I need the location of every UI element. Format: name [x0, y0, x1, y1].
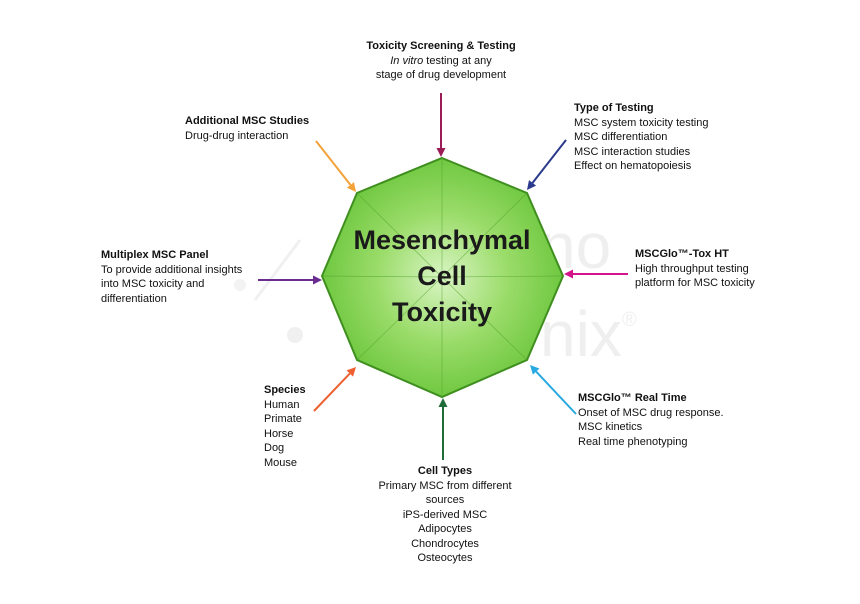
arrowhead-right	[564, 269, 573, 279]
arrowhead-top-right	[527, 180, 537, 190]
node-top-right: Type of Testing MSC system toxicity test…	[574, 101, 708, 174]
node-left: Multiplex MSC Panel To provide additiona…	[101, 248, 242, 306]
node-line: MSC differentiation	[574, 131, 668, 143]
octagon-spokes	[321, 158, 564, 397]
node-line: Real time phenotyping	[578, 435, 688, 448]
node-line: Drug-drug interaction	[185, 129, 289, 142]
node-line: Dog	[264, 442, 285, 454]
node-line: Chondrocytes	[411, 537, 479, 550]
node-line: MSC system toxicity testing	[574, 116, 709, 129]
node-right: MSCGlo™-Tox HT High throughput testing p…	[635, 247, 755, 291]
node-line: MSC interaction studies	[574, 145, 691, 158]
node-line: sources	[425, 494, 465, 506]
watermark-dot	[234, 279, 246, 291]
node-title: Cell Types	[417, 465, 473, 477]
node-line: stage of drug development	[375, 69, 507, 81]
node-line: To provide additional insights	[101, 263, 243, 276]
node-line: MSC kinetics	[578, 421, 643, 433]
node-title: Additional MSC Studies	[185, 115, 310, 127]
arrowhead-bottom	[438, 398, 448, 407]
node-line: into MSC toxicity and	[101, 278, 205, 290]
watermark-reg: ®	[622, 309, 637, 331]
node-line: platform for MSC toxicity	[635, 277, 755, 289]
arrows	[258, 93, 628, 460]
watermark: no nix ®	[234, 210, 637, 370]
arrow-bottom-right	[535, 370, 577, 415]
node-top-left: Additional MSC Studies Drug-drug interac…	[185, 114, 309, 143]
node-bottom-left: Species Human Primate Horse Dog Mouse	[264, 383, 306, 470]
node-line: Effect on hematopoiesis	[574, 160, 692, 172]
arrowhead-bottom-right	[530, 365, 540, 375]
node-line: In vitro testing at any	[390, 54, 492, 67]
node-bottom-right: MSCGlo™ Real Time Onset of MSC drug resp…	[578, 391, 724, 449]
node-top: Toxicity Screening & Testing In vitro te…	[340, 39, 542, 83]
watermark-line	[253, 239, 302, 301]
node-title: Type of Testing	[574, 102, 654, 114]
center-title: Mesenchymal Cell Toxicity	[322, 222, 562, 330]
node-line: High throughput testing	[635, 262, 749, 275]
center-title-line: Toxicity	[391, 297, 493, 327]
node-line: Onset of MSC drug response.	[578, 406, 724, 419]
center-title-line: Mesenchymal	[353, 225, 531, 255]
node-line: Primate	[264, 413, 302, 425]
arrow-bottom-left	[313, 372, 351, 412]
node-title: MSCGlo™ Real Time	[578, 392, 687, 404]
node-line: Osteocytes	[417, 552, 473, 564]
watermark-text-bottom: nix	[540, 298, 622, 370]
node-title: Multiplex MSC Panel	[101, 249, 209, 261]
arrow-top-right	[531, 139, 567, 184]
watermark-dot	[287, 327, 303, 343]
node-line: Human	[264, 398, 300, 411]
center-title-line: Cell	[417, 261, 467, 291]
arrowhead-top	[436, 148, 446, 157]
node-title: Toxicity Screening & Testing	[366, 40, 516, 52]
node-line: iPS-derived MSC	[402, 508, 488, 521]
arrowhead-top-left	[346, 182, 356, 192]
arrow-top-left	[315, 140, 352, 186]
node-bottom: Cell Types Primary MSC from different so…	[356, 464, 534, 566]
node-line: Adipocytes	[418, 523, 472, 535]
node-line: Primary MSC from different	[378, 479, 512, 492]
node-line: Horse	[264, 427, 294, 440]
arrowhead-bottom-left	[346, 367, 356, 377]
node-line: differentiation	[101, 292, 167, 305]
node-title: MSCGlo™-Tox HT	[635, 248, 729, 260]
node-line: Mouse	[264, 456, 298, 469]
arrowhead-left	[313, 275, 322, 285]
node-title: Species	[264, 384, 306, 396]
